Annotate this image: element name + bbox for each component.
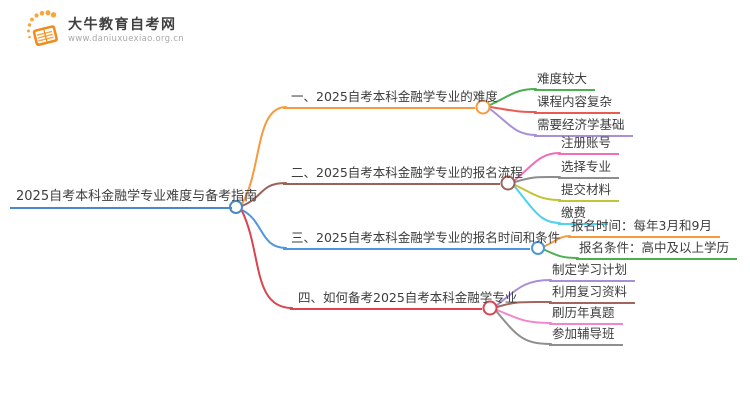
child-connector: [496, 300, 552, 308]
branch-2-child-4-label[interactable]: 缴费: [558, 205, 608, 225]
logo-url: www.daniuxuexiao.org.cn: [68, 33, 184, 44]
branch-2-handle[interactable]: [500, 175, 516, 191]
branch-1-label[interactable]: 一、2025自考本科金融学专业的难度: [283, 89, 498, 109]
child-connector: [514, 152, 561, 181]
child-connector: [489, 106, 537, 113]
logo-book-icon: [27, 10, 58, 47]
branch-1-connector: [241, 106, 287, 205]
branch-2-child-1-label[interactable]: 注册账号: [558, 135, 620, 155]
branch-3-child-2-label[interactable]: 报名条件：高中及以上学历: [576, 240, 738, 260]
child-connector: [489, 108, 537, 136]
child-connector: [489, 88, 537, 106]
branch-3-label[interactable]: 三、2025自考本科金融学专业的报名时间和条件: [283, 230, 560, 250]
child-connector: [496, 279, 552, 306]
branch-3-connector: [241, 209, 287, 249]
branch-4-child-4-label[interactable]: 参加辅导班: [549, 326, 623, 346]
child-connector: [514, 186, 561, 224]
child-connector: [514, 175, 561, 183]
branch-4-child-2-label[interactable]: 利用复习资料: [549, 284, 636, 304]
branch-4-handle[interactable]: [482, 300, 498, 316]
branch-2-child-2-label[interactable]: 选择专业: [558, 159, 620, 179]
branch-1-child-2-label[interactable]: 课程内容复杂: [534, 94, 621, 114]
branch-1-child-3-label[interactable]: 需要经济学基础: [534, 117, 633, 137]
child-connector: [496, 309, 552, 324]
branch-4-child-1-label[interactable]: 制定学习计划: [549, 262, 636, 282]
root-node-label[interactable]: 2025自考本科金融学专业难度与备考指南: [10, 188, 257, 209]
child-connector: [544, 249, 579, 259]
branch-1-child-1-label[interactable]: 难度较大: [534, 71, 596, 91]
branch-2-child-3-label[interactable]: 提交材料: [558, 182, 620, 202]
site-logo[interactable]: 大牛教育自考网 www.daniuxuexiao.org.cn: [24, 8, 234, 52]
branch-4-label[interactable]: 四、如何备考2025自考本科金融学专业: [290, 290, 517, 310]
branch-2-connector: [241, 182, 287, 207]
branch-4-connector: [241, 210, 293, 309]
child-connector: [514, 184, 561, 201]
branch-1-handle[interactable]: [475, 99, 491, 115]
branch-4-child-3-label[interactable]: 刷历年真题: [549, 305, 623, 325]
branch-3-child-1-label[interactable]: 报名时间：每年3月和9月: [568, 218, 720, 238]
logo-title: 大牛教育自考网: [68, 16, 177, 33]
branch-3-handle[interactable]: [531, 241, 545, 255]
branch-2-label[interactable]: 二、2025自考本科金融学专业的报名流程: [283, 165, 523, 185]
child-connector: [496, 311, 552, 345]
child-connector: [544, 235, 571, 247]
